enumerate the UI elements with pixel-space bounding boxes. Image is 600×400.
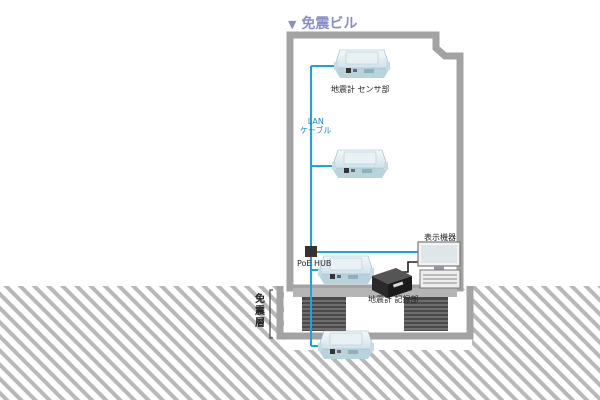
poe-hub-icon — [305, 246, 317, 257]
display-device-label: 表示機器 — [424, 233, 456, 242]
foundation-outline — [276, 286, 474, 340]
lan-cable-label: LAN ケーブル — [300, 117, 332, 135]
recorder-icon — [372, 268, 412, 298]
sensor-unit-label: 地震計 センサ部 — [331, 85, 390, 94]
isolator-icon — [404, 297, 448, 331]
base-slab — [293, 288, 457, 297]
recorder-unit-label: 地震計 記録部 — [368, 295, 419, 304]
isolator-icon — [302, 297, 346, 331]
seismometer-sensor-icon — [317, 330, 375, 360]
building-title: ▼ 免震ビル — [288, 16, 358, 32]
seismometer-sensor-icon — [331, 149, 389, 179]
isolation-bracket — [269, 289, 273, 339]
seismometer-sensor-icon — [333, 49, 391, 79]
triangle-down-icon: ▼ — [288, 18, 297, 31]
poe-hub-label: PoE HUB — [297, 259, 332, 268]
isolation-layer-label: 免 震 層 — [255, 294, 265, 329]
computer-icon — [417, 241, 461, 289]
